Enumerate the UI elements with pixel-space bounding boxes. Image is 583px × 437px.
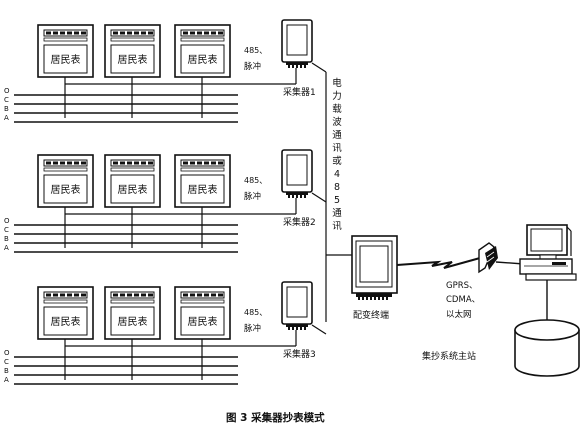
master-station-label: 集抄系统主站 bbox=[422, 350, 476, 362]
terminal-label: 配变终端 bbox=[353, 309, 389, 321]
power-line-label: O bbox=[4, 217, 10, 225]
power-line-label: B bbox=[4, 235, 9, 243]
power-line-label: O bbox=[4, 349, 10, 357]
carrier-label-char: 波 bbox=[332, 116, 342, 128]
meter-label: 居民表 bbox=[118, 315, 148, 328]
carrier-label-char: 5 bbox=[334, 195, 340, 206]
link-label: 485、 bbox=[244, 308, 267, 317]
power-line-label: A bbox=[4, 376, 9, 384]
power-line-label: A bbox=[4, 244, 9, 252]
link-label: 485、 bbox=[244, 176, 267, 185]
figure-caption: 图 3 采集器抄表模式 bbox=[226, 411, 325, 424]
resident-meter: 居民表 bbox=[174, 24, 231, 118]
meter-label: 居民表 bbox=[188, 53, 218, 66]
resident-meter: 居民表 bbox=[37, 24, 94, 118]
meter-label: 居民表 bbox=[188, 315, 218, 328]
resident-meter: 居民表 bbox=[174, 286, 231, 380]
power-line-label: C bbox=[4, 226, 9, 234]
resident-meter: 居民表 bbox=[37, 286, 94, 380]
carrier-label-char: 通 bbox=[332, 208, 342, 219]
collector-label: 采集器2 bbox=[283, 216, 316, 228]
power-line-label: A bbox=[4, 114, 9, 122]
link-label: 脉冲 bbox=[244, 323, 261, 334]
meter-label: 居民表 bbox=[118, 53, 148, 66]
master-computer bbox=[519, 224, 577, 281]
resident-meter: 居民表 bbox=[104, 154, 161, 248]
network-label-line-3: 以太网 bbox=[446, 309, 472, 320]
meter-label: 居民表 bbox=[51, 183, 81, 196]
meter-label: 居民表 bbox=[51, 315, 81, 328]
power-line-label: C bbox=[4, 358, 9, 366]
carrier-label-char: 电 bbox=[332, 77, 342, 89]
power-line-label: C bbox=[4, 96, 9, 104]
carrier-label-char: 或 bbox=[332, 155, 342, 167]
link-label: 脉冲 bbox=[244, 61, 261, 72]
gprs-modem bbox=[478, 242, 498, 274]
meter-groups-layer: 居民表居民表居民表OCBA485、脉冲采集器1居民表居民表居民表OCBA485、… bbox=[4, 19, 327, 385]
distribution-terminal bbox=[351, 235, 398, 300]
meter-label: 居民表 bbox=[188, 183, 218, 196]
resident-meter: 居民表 bbox=[37, 154, 94, 248]
carrier-label-char: 载 bbox=[332, 103, 342, 115]
collector-device bbox=[281, 19, 313, 68]
carrier-label-char: 8 bbox=[334, 182, 340, 193]
power-line-label: B bbox=[4, 105, 9, 113]
collector-device bbox=[281, 281, 313, 330]
resident-meter: 居民表 bbox=[104, 286, 161, 380]
collector-label: 采集器1 bbox=[283, 86, 316, 98]
carrier-label-char: 4 bbox=[334, 169, 340, 180]
collector-label: 采集器3 bbox=[283, 348, 316, 360]
database-icon bbox=[514, 319, 580, 377]
carrier-label-char: 通 bbox=[332, 130, 342, 141]
power-line-label: B bbox=[4, 367, 9, 375]
link-label: 485、 bbox=[244, 46, 267, 55]
collector-uplink-line bbox=[311, 324, 327, 335]
resident-meter: 居民表 bbox=[174, 154, 231, 248]
power-line-label: O bbox=[4, 87, 10, 95]
resident-meter: 居民表 bbox=[104, 24, 161, 118]
meter-label: 居民表 bbox=[51, 53, 81, 66]
network-label-line-2: CDMA、 bbox=[446, 295, 480, 305]
collector-uplink-line bbox=[311, 62, 327, 73]
collector-uplink-line bbox=[311, 192, 327, 203]
network-label-line-1: GPRS、 bbox=[446, 281, 478, 291]
carrier-label-char: 力 bbox=[332, 90, 342, 102]
meter-label: 居民表 bbox=[118, 183, 148, 196]
link-label: 脉冲 bbox=[244, 191, 261, 202]
carrier-label-char: 讯 bbox=[332, 221, 342, 232]
collector-device bbox=[281, 149, 313, 198]
wireless-link-line bbox=[396, 257, 481, 269]
carrier-label-char: 讯 bbox=[332, 143, 342, 154]
